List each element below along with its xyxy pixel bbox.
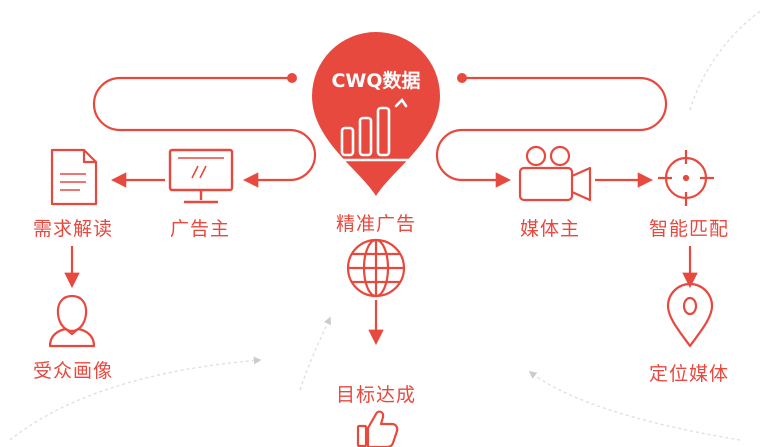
label-goal-achieved: 目标达成 <box>335 384 416 406</box>
crosshair-icon <box>658 150 714 206</box>
thumbs-up-icon <box>356 410 399 447</box>
label-locate-media: 定位媒体 <box>648 363 729 385</box>
right-loop <box>435 73 668 188</box>
decorative-curves <box>9 9 762 441</box>
decor-curve-left-up <box>299 316 331 391</box>
decor-curve-bottom-right <box>528 371 741 441</box>
globe-icon <box>346 238 406 298</box>
label-audience-profile: 受众画像 <box>32 360 113 382</box>
label-smart-match: 智能匹配 <box>648 218 729 240</box>
center-pin <box>312 32 440 196</box>
location-pin-icon <box>666 282 714 348</box>
decor-curve-bottom-left <box>9 356 262 441</box>
bar-chart-icon <box>336 97 412 162</box>
label-demand-analysis: 需求解读 <box>32 218 113 240</box>
label-advertiser: 广告主 <box>169 218 230 240</box>
center-title: CWQ数据 <box>331 70 421 92</box>
decor-curve-top-right <box>689 9 762 111</box>
document-icon <box>50 148 98 206</box>
video-camera-icon <box>518 145 592 202</box>
center-pin-shape <box>312 32 440 196</box>
flow-arrows <box>64 172 698 346</box>
user-icon <box>48 294 96 348</box>
left-loop <box>92 73 317 188</box>
label-precise-ads: 精准广告 <box>335 213 416 235</box>
right-loop-path <box>435 76 668 188</box>
monitor-icon <box>168 148 234 204</box>
left-loop-path <box>92 76 317 188</box>
label-media-owner: 媒体主 <box>519 218 580 240</box>
